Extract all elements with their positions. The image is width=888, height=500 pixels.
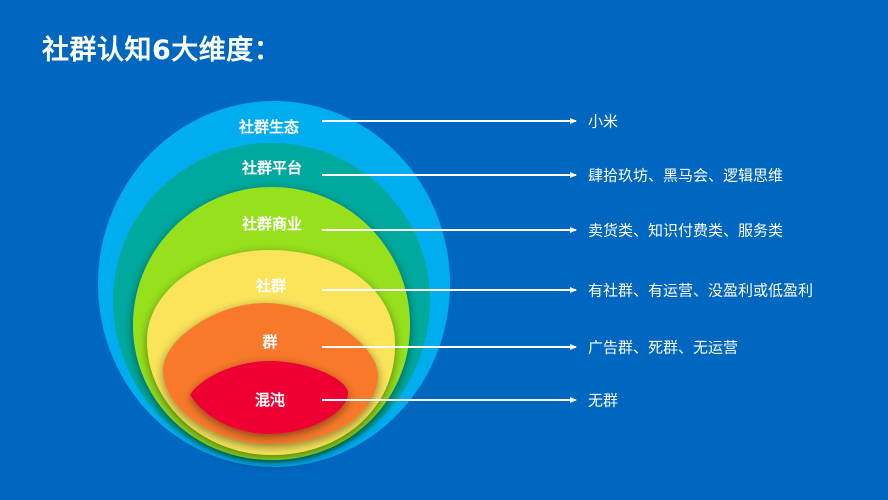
page-title: 社群认知6大维度： [42, 35, 282, 66]
layer-chaos-shape [190, 361, 348, 434]
layer-label-ecosystem: 社群生态 [238, 118, 300, 136]
layer-label-group: 群 [262, 333, 278, 351]
layer-label-chaos: 混沌 [254, 391, 286, 409]
description-chaos: 无群 [588, 391, 619, 410]
description-business: 卖货类、知识付费类、服务类 [588, 221, 784, 240]
description-platform: 肆拾玖坊、黑马会、逻辑思维 [588, 166, 784, 185]
layer-label-platform: 社群平台 [241, 159, 303, 177]
description-ecosystem: 小米 [588, 112, 619, 131]
layer-label-community: 社群 [255, 277, 287, 295]
description-group: 广告群、死群、无运营 [588, 338, 739, 357]
layer-label-business: 社群商业 [241, 215, 303, 233]
description-community: 有社群、有运营、没盈利或低盈利 [588, 281, 814, 300]
